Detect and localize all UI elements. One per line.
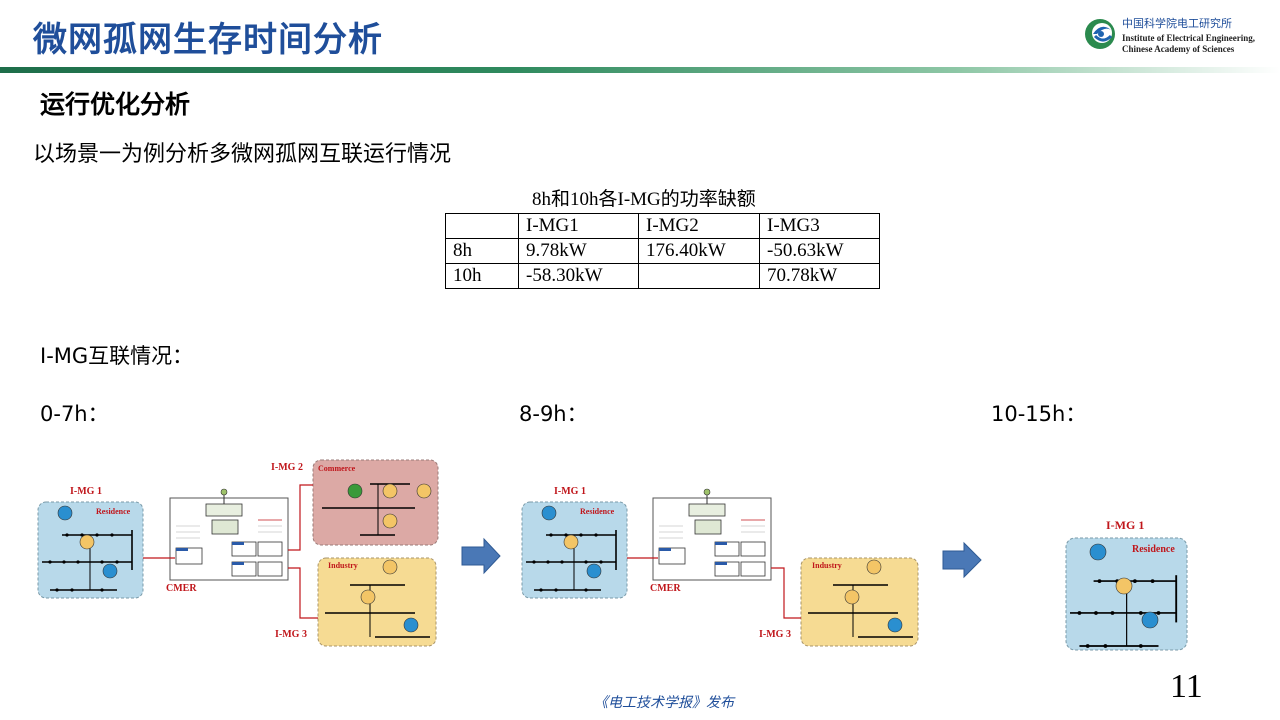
mt-icon [1115,577,1133,595]
wt-icon [57,505,73,521]
mt-icon [360,589,376,605]
commerce-zone [312,459,439,546]
section-subtitle: 以场景一为例分析多微网孤网互联运行情况 [33,142,452,167]
diagram-8-9h: I-MG 1 Residence CMER Industry I-MG 3 [521,486,919,647]
org-name-en-line1: Institute of Electrical Engineering, [1122,33,1255,43]
table-cell: 9.78kW [518,238,639,264]
wt-icon [541,505,557,521]
title-divider [0,67,1280,73]
table-cell: -50.63kW [759,238,880,264]
table-header-cell: I-MG1 [518,213,639,239]
industry-zone [800,557,919,647]
commerce-label: Commerce [318,464,356,473]
pv-icon [416,483,432,499]
table-row: 8h 9.78kW 176.40kW -50.63kW [445,238,880,264]
img2-label: I-MG 2 [271,462,303,473]
table-cell: 8h [445,238,519,264]
period-label-8-9h: 8-9h： [519,402,588,426]
page-number: 11 [1170,668,1203,705]
img3-label: I-MG 3 [759,629,791,640]
pv-icon [382,559,398,575]
arrow-right-icon [942,541,982,579]
industry-label: Industry [812,561,842,570]
arrow-right-icon [461,537,501,575]
table-cell: -58.30kW [518,263,639,289]
org-name-cn: 中国科学院电工研究所 [1122,17,1232,30]
diagram-10-15h: I-MG 1 Residence [1065,518,1188,651]
table-cell: 176.40kW [638,238,760,264]
table-header-cell: I-MG3 [759,213,880,239]
table-cell [638,263,760,289]
residence-label: Residence [580,507,615,516]
table-cell: 10h [445,263,519,289]
mt-icon [382,483,398,499]
industry-zone [317,557,437,647]
pv-icon [866,559,882,575]
pv-icon [382,513,398,529]
period-label-10-15h: 10-15h： [991,402,1087,426]
wt-icon [102,563,118,579]
residence-label: Residence [96,507,131,516]
wt-icon [1089,543,1107,561]
img3-label: I-MG 3 [275,629,307,640]
img1-label: I-MG 1 [70,486,102,497]
org-name-en-line2: Chinese Academy of Sciences [1122,44,1235,54]
residence-label: Residence [1132,544,1175,555]
table-header-cell: I-MG2 [638,213,760,239]
wt-icon [1141,611,1159,629]
table-cell: 70.78kW [759,263,880,289]
table-row: 10h -58.30kW 70.78kW [445,263,880,289]
industry-label: Industry [328,561,358,570]
img1-label: I-MG 1 [554,486,586,497]
cmer-label: CMER [166,583,197,594]
wt-icon [887,617,903,633]
wt-icon [403,617,419,633]
footer-publisher: 《电工技术学报》发布 [594,695,734,711]
wt-icon [347,483,363,499]
mt-icon [563,534,579,550]
institute-logo [1083,14,1278,58]
table-header-cell [445,213,519,239]
img1-label: I-MG 1 [1106,518,1144,532]
table-header-row: I-MG1 I-MG2 I-MG3 [445,213,880,239]
wt-icon [586,563,602,579]
section-title: 运行优化分析 [40,90,191,119]
page-title: 微网孤网生存时间分析 [33,20,383,60]
mt-icon [844,589,860,605]
interlink-diagrams: I-MG 1 Residence CMER I-MG 2 Commerce In… [37,459,1188,651]
table-caption: 8h和10h各I-MG的功率缺额 [532,189,756,210]
period-label-0-7h: 0-7h： [40,402,109,426]
cmer-label: CMER [650,583,681,594]
interlink-label: I-MG互联情况： [40,344,194,368]
diagram-0-7h: I-MG 1 Residence CMER I-MG 2 Commerce In… [37,459,439,647]
cas-logo-icon [1085,19,1115,49]
mt-icon [79,534,95,550]
power-deficit-table: I-MG1 I-MG2 I-MG3 8h 9.78kW 176.40kW -50… [445,213,880,289]
